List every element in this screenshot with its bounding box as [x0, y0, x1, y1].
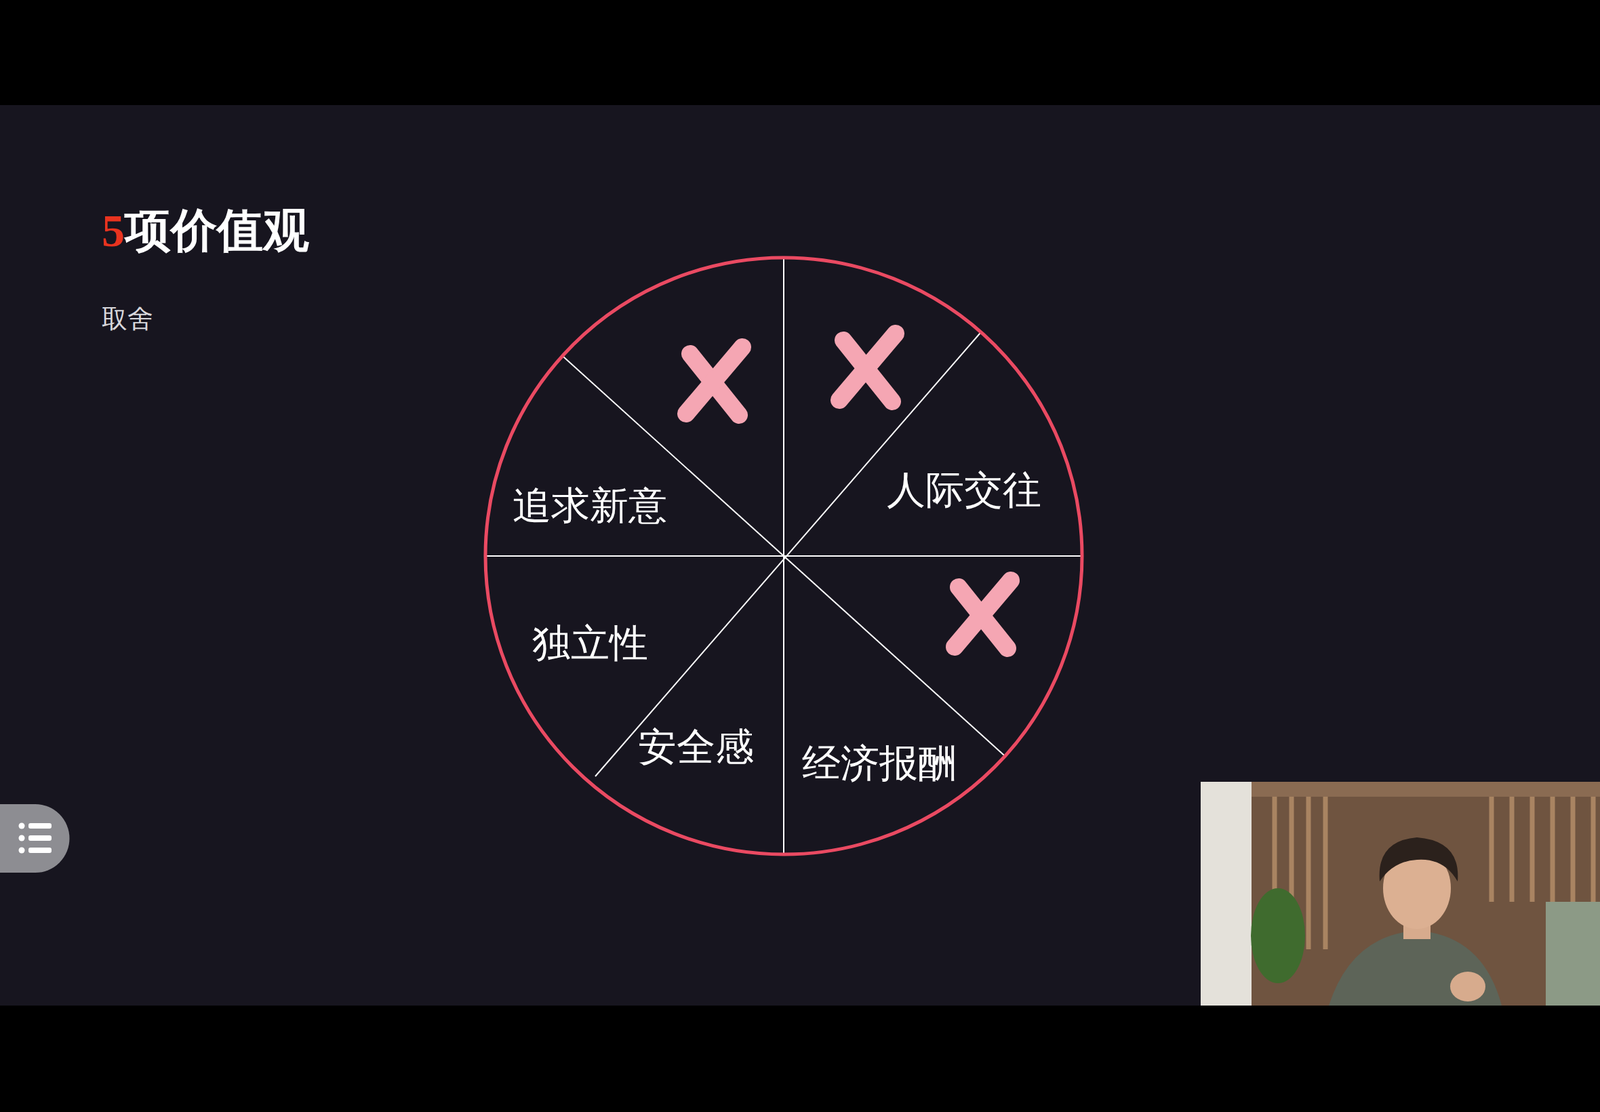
- sector-label: 人际交往: [886, 466, 1042, 513]
- subtitle: 取舍: [101, 303, 154, 335]
- menu-button: [0, 804, 70, 873]
- sector-label: 追求新意: [512, 482, 668, 529]
- slide-title: 5项价值观: [101, 203, 310, 259]
- sector-label: 独立性: [532, 619, 649, 666]
- value-sector: 经济报酬: [797, 736, 961, 789]
- webcam-inset: [1200, 781, 1600, 1006]
- sector-label: 经济报酬: [802, 739, 957, 786]
- pie-wheel: [485, 257, 1083, 855]
- value-sector: 安全感: [633, 720, 758, 773]
- sector-label: 安全感: [637, 723, 754, 770]
- value-sector: 追求新意: [508, 479, 672, 531]
- value-sector: 人际交往: [882, 463, 1046, 516]
- value-sector: 独立性: [528, 616, 653, 669]
